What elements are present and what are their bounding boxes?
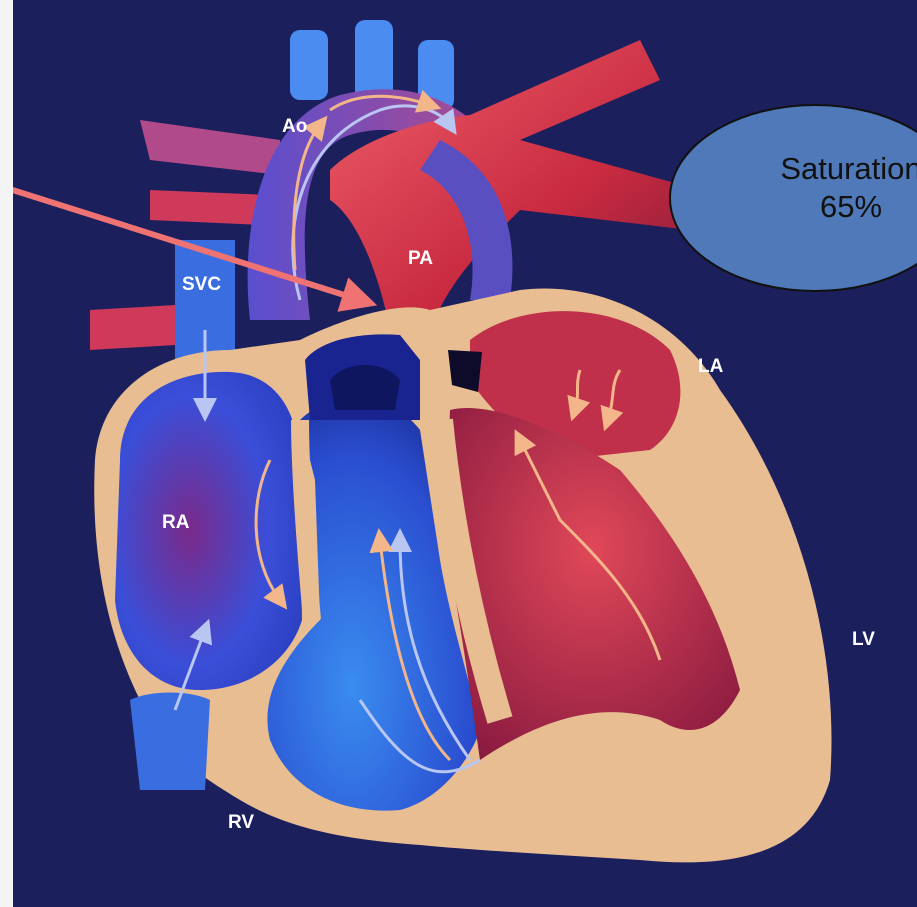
right-atrium xyxy=(115,372,302,690)
saturation-callout-text: Saturation 65% xyxy=(721,150,917,226)
heart-diagram: Ao PA SVC LA RA LV RV Saturation 65% xyxy=(13,0,917,907)
label-ra: RA xyxy=(162,512,190,533)
callout-line-2: 65% xyxy=(721,188,917,226)
left-margin-strip xyxy=(0,0,13,907)
label-ao: Ao xyxy=(282,116,307,137)
label-rv: RV xyxy=(228,812,254,833)
label-pa: PA xyxy=(408,248,433,269)
label-svc: SVC xyxy=(182,274,221,295)
callout-line-1: Saturation xyxy=(721,150,917,188)
label-la: LA xyxy=(698,356,724,377)
heart-illustration: Ao PA SVC LA RA LV RV xyxy=(13,0,917,907)
label-lv: LV xyxy=(852,629,875,650)
